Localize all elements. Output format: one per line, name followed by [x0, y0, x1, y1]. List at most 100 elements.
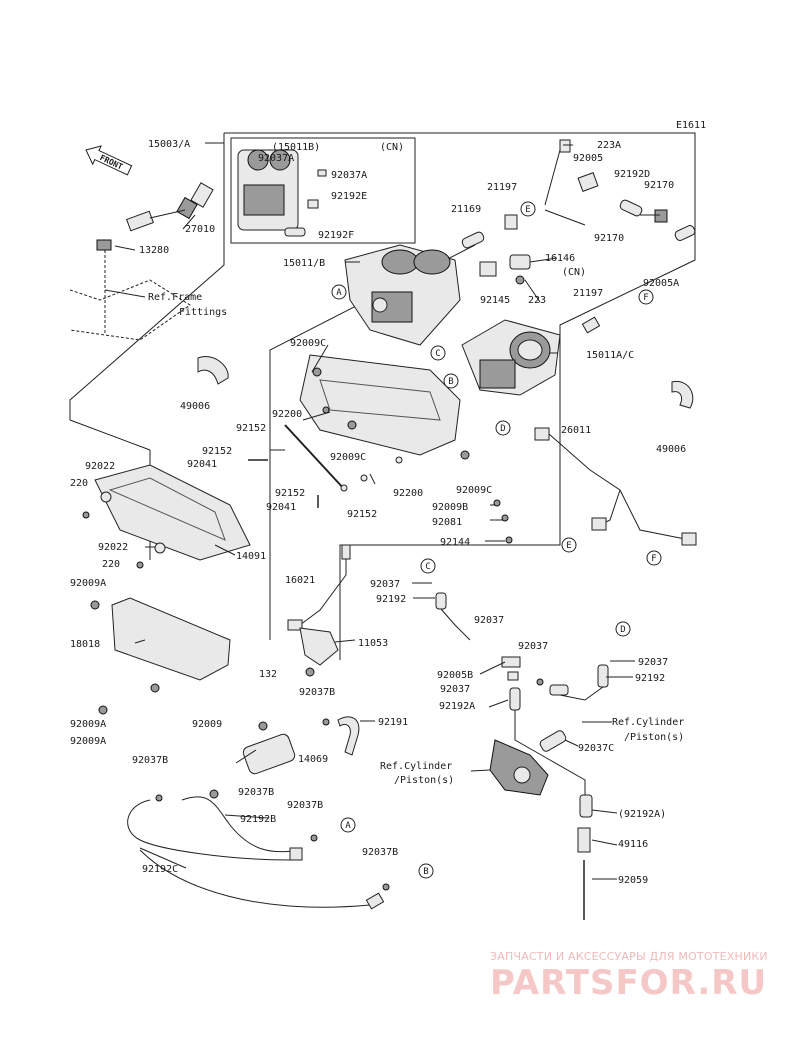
watermark-logo: PARTSFOR.RU	[490, 963, 768, 1003]
hose-49006-left	[197, 356, 229, 385]
label-92192a: 92192A	[439, 701, 475, 712]
label-92005a: 92005A	[643, 278, 679, 289]
callout-f-lower: F	[646, 550, 662, 566]
label-13280: 13280	[139, 245, 169, 256]
label-27010: 27010	[185, 224, 215, 235]
vacuum-fittings	[435, 592, 609, 920]
label-92022-a: 92022	[85, 461, 115, 472]
label-92037-4: 92037	[638, 657, 668, 668]
label-132: 132	[259, 669, 277, 680]
label-92192b: 92192B	[240, 814, 276, 825]
label-92192d: 92192D	[614, 169, 650, 180]
label-92037a-inset2: 92037A	[331, 170, 367, 181]
svg-text:B: B	[448, 377, 453, 387]
label-92037-3: 92037	[518, 641, 548, 652]
svg-text:D: D	[620, 625, 625, 635]
label-223a: 223A	[597, 140, 621, 151]
label-15011b-inset: (15011B)	[272, 142, 320, 153]
label-92009c-1: 92009C	[290, 338, 326, 349]
housing-14091	[299, 354, 461, 456]
svg-text:F: F	[651, 554, 656, 564]
frame-reference	[69, 250, 191, 341]
svg-text:B: B	[423, 867, 428, 877]
label-92152-d: 92152	[347, 509, 377, 520]
callout-c-lower: C	[420, 558, 436, 574]
label-18018: 18018	[70, 639, 100, 650]
svg-text:E: E	[525, 205, 530, 215]
rod-92041-a	[284, 424, 346, 491]
label-cn-main: (CN)	[562, 267, 586, 278]
label-92009a-1: 92009A	[70, 578, 106, 589]
part-labels: 15003/A (15011B) (CN) 92037A 92037A 9219…	[70, 139, 686, 886]
front-arrow-icon: FRONT	[85, 145, 133, 176]
callout-f-upper: F	[638, 289, 654, 305]
leader-lines	[104, 142, 660, 880]
label-11053: 11053	[358, 638, 388, 649]
callout-e-lower: E	[561, 537, 577, 553]
callout-d-upper: D	[495, 420, 511, 436]
label-92037b-4: 92037B	[287, 800, 323, 811]
hose-49006-right	[671, 380, 694, 409]
label-92192c: 92192C	[142, 864, 178, 875]
callout-b-lower: B	[418, 863, 434, 879]
label-92152-a: 92152	[236, 423, 266, 434]
label-92005b: 92005B	[437, 670, 473, 681]
label-92041-b: 92041	[266, 502, 296, 513]
callout-d-lower: D	[615, 621, 631, 637]
ref-cyl-right-1: Ref.Cylinder	[612, 717, 684, 728]
label-15003-a: 15003/A	[148, 139, 190, 150]
ref-cyl-left-1: Ref.Cylinder	[380, 761, 452, 772]
ref-cyl-left-2: /Piston(s)	[394, 775, 454, 786]
inset-carburetor	[237, 149, 327, 237]
label-92037c: 92037C	[578, 743, 614, 754]
callout-a-lower: A	[340, 817, 356, 833]
upper-pipes	[461, 139, 696, 249]
label-92145: 92145	[480, 295, 510, 306]
label-92192e: 92192E	[331, 191, 367, 202]
label-15011a-c: 15011A/C	[586, 350, 634, 361]
label-92009: 92009	[192, 719, 222, 730]
label-92037b-1: 92037B	[299, 687, 335, 698]
label-92009c-3: 92009C	[456, 485, 492, 496]
callout-b-upper: B	[443, 373, 459, 389]
washer-92022-a	[100, 491, 112, 503]
svg-text:A: A	[336, 288, 342, 298]
callout-c-upper: C	[430, 345, 446, 361]
svg-text:C: C	[425, 562, 430, 572]
label-220-b: 220	[102, 559, 120, 570]
label-92192a-paren: (92192A)	[618, 809, 666, 820]
hoses-lower	[127, 796, 385, 910]
label-49006-a: 49006	[180, 401, 210, 412]
clamp-13280	[96, 239, 112, 251]
label-220-a: 220	[70, 478, 88, 489]
label-92144: 92144	[440, 537, 470, 548]
label-92191: 92191	[378, 717, 408, 728]
sensor-26011	[534, 427, 697, 546]
callout-a-upper: A	[331, 284, 347, 300]
label-92009a-2: 92009A	[70, 719, 106, 730]
label-92192f: 92192F	[318, 230, 354, 241]
label-92037b-2: 92037B	[132, 755, 168, 766]
callouts: A B C D E F E F C D A B	[331, 201, 662, 879]
svg-text:A: A	[345, 821, 351, 831]
ref-frame-line1: Ref.Frame	[148, 292, 202, 303]
label-26011: 26011	[561, 425, 591, 436]
label-92037-5: 92037	[440, 684, 470, 695]
callout-e-upper: E	[520, 201, 536, 217]
label-16021: 16021	[285, 575, 315, 586]
inset-box	[230, 137, 416, 244]
label-92041-a: 92041	[187, 459, 217, 470]
label-92037-1: 92037	[370, 579, 400, 590]
cover-left-14091	[94, 464, 251, 561]
diagram-id: E1611	[676, 120, 706, 131]
label-cn-inset: (CN)	[380, 142, 404, 153]
watermark-tagline: ЗАПЧАСТИ И АКСЕССУАРЫ ДЛЯ МОТОТЕХНИКИ	[490, 950, 768, 963]
cover-18018	[111, 597, 231, 681]
label-21197-a: 21197	[487, 182, 517, 193]
label-49116: 49116	[618, 839, 648, 850]
label-92005: 92005	[573, 153, 603, 164]
separator-14069	[209, 721, 296, 799]
label-92037a-inset1: 92037A	[258, 153, 294, 164]
